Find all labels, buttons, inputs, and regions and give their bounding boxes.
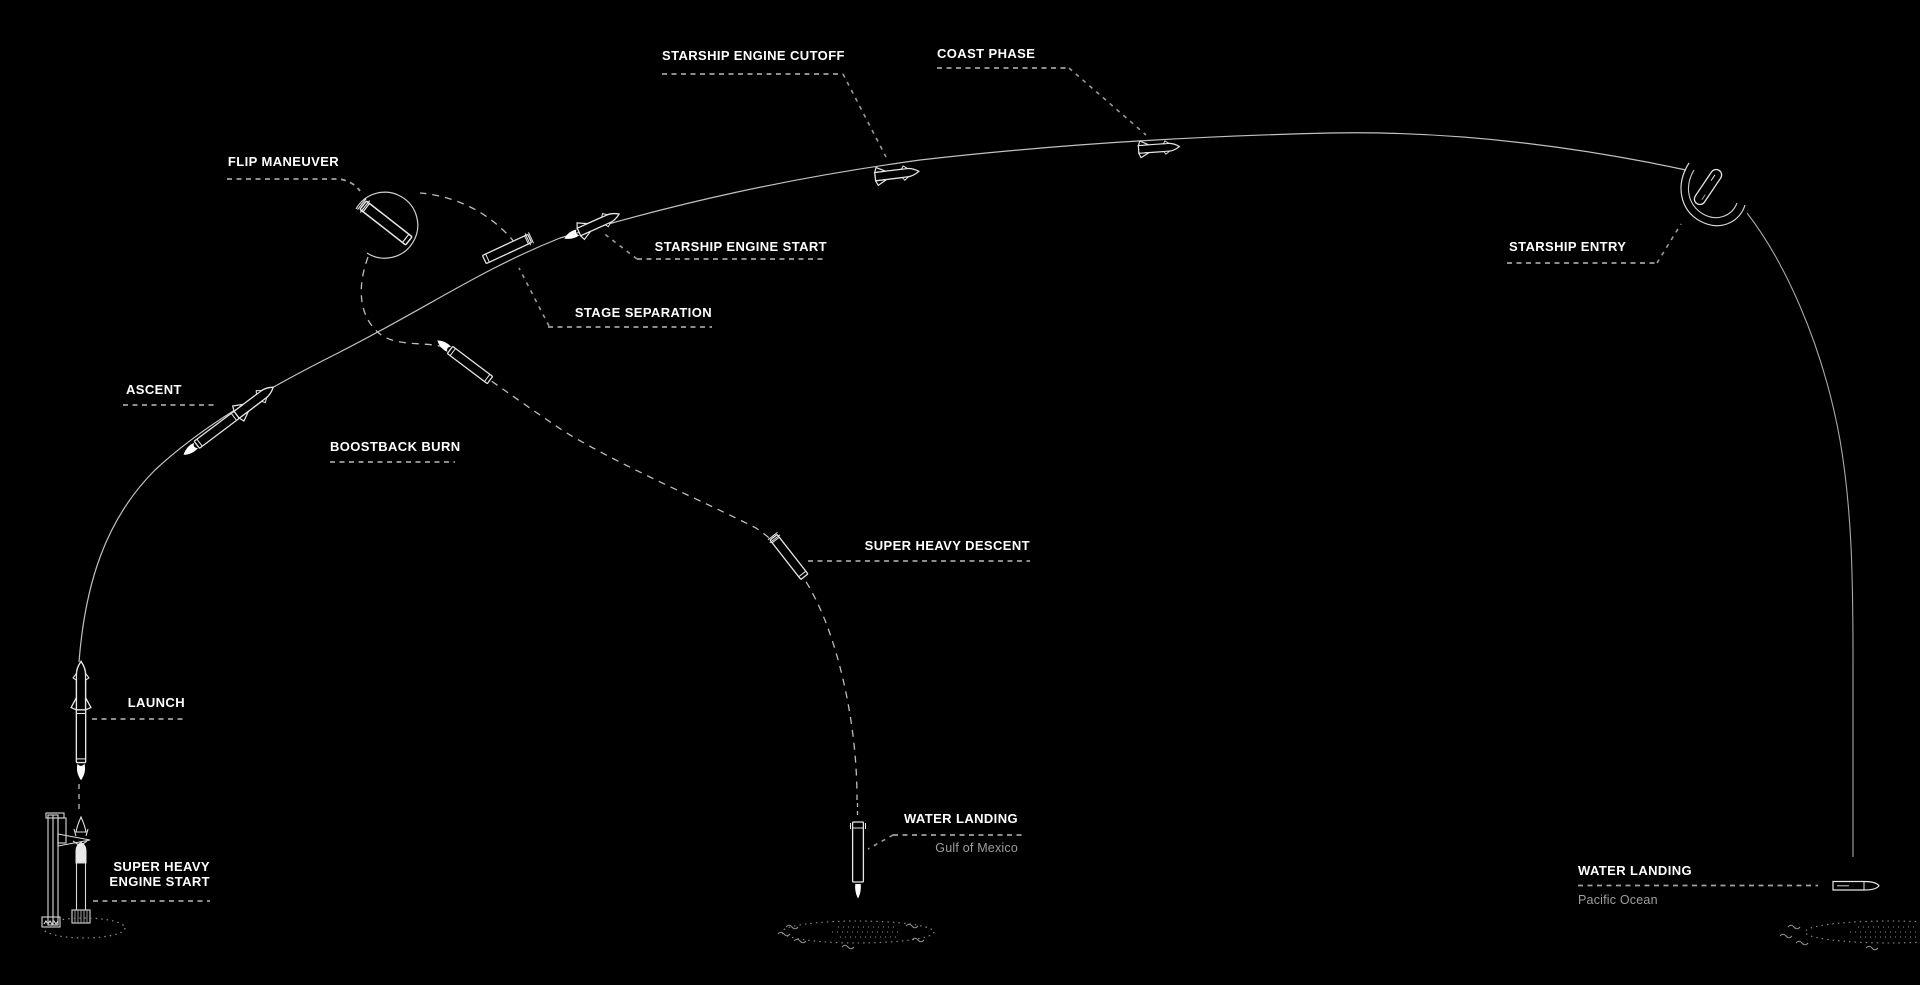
label-starship-engine-start: STARSHIP ENGINE START: [654, 239, 827, 254]
starship-entry-trajectory: [1746, 212, 1854, 857]
splash-pacific-icon: [1779, 920, 1920, 951]
rocket-stack-launch-icon: [71, 661, 91, 781]
booster-stage-separation-icon: [481, 231, 535, 265]
label-super-heavy-descent: SUPER HEAVY DESCENT: [864, 538, 1030, 553]
entry-glow-icon: [1680, 162, 1746, 227]
label-connector-lines: [518, 67, 1682, 850]
rocket-stack-on-pad-icon: [71, 815, 91, 924]
label-water-landing-pacific: WATER LANDING: [1578, 863, 1693, 878]
label-starship-engine-cutoff: STARSHIP ENGINE CUTOFF: [662, 48, 845, 63]
label-flip-maneuver: FLIP MANEUVER: [227, 154, 340, 169]
label-super-heavy-engine-start: SUPER HEAVY ENGINE START: [109, 859, 210, 889]
splash-gulf-icon: [777, 920, 935, 950]
entry-glow-icon: [1687, 169, 1738, 219]
booster-descent-icon: [767, 531, 809, 581]
label-launch: LAUNCH: [127, 695, 185, 710]
sublabel-gulf-of-mexico: Gulf of Mexico: [935, 841, 1018, 855]
starship-ascent-trajectory: [78, 132, 1687, 663]
label-water-landing-gulf: WATER LANDING: [903, 811, 1018, 826]
booster-trajectory: [78, 192, 859, 817]
label-coast-phase: COAST PHASE: [937, 46, 1036, 61]
flame-icon: [855, 884, 861, 899]
label-boostback-burn: BOOSTBACK BURN: [330, 439, 461, 454]
label-leader-lines: [92, 67, 1818, 902]
launch-dust-icon: [42, 917, 126, 939]
booster-water-landing-icon: [850, 821, 866, 899]
label-stage-separation: STAGE SEPARATION: [574, 305, 712, 320]
label-ascent: ASCENT: [126, 382, 182, 397]
label-starship-entry: STARSHIP ENTRY: [1509, 239, 1627, 254]
starship-entry-icon: [1680, 162, 1746, 227]
flip-loop-icon: [355, 191, 419, 259]
booster-boostback-icon: [435, 337, 494, 385]
floating-starship-icon: [1832, 880, 1880, 891]
sublabel-pacific-ocean: Pacific Ocean: [1578, 893, 1658, 907]
launch-tower-icon: [41, 812, 91, 928]
